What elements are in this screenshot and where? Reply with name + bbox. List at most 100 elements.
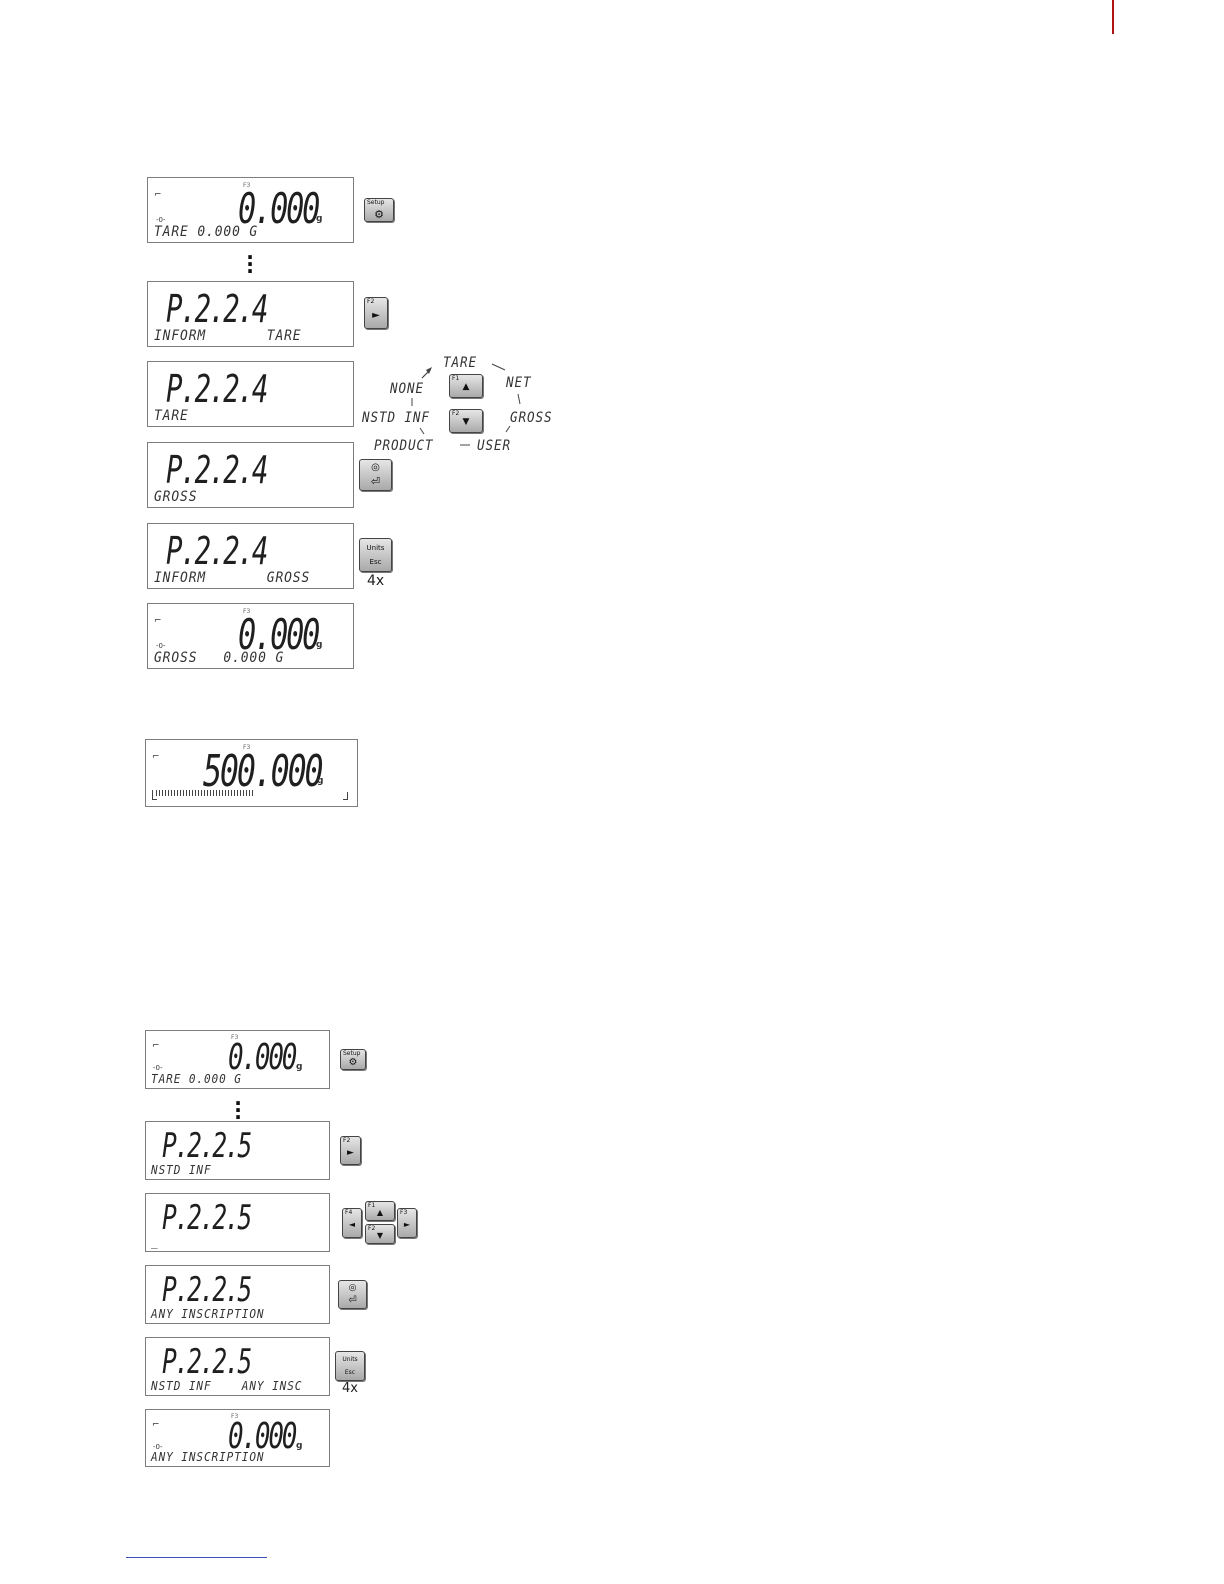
display-screen-confirmed-2: P.2.2.5 NSTD INF ANY INSC <box>145 1337 330 1396</box>
units-label: Units <box>342 1356 358 1363</box>
text-cursor: _ <box>151 1235 159 1249</box>
f3-indicator: F3 <box>243 608 251 615</box>
parameter-code: P.2.2.4 <box>166 287 268 331</box>
info-line-blinking: GROSS <box>154 489 198 505</box>
display-screen-param: P.2.2.4 INFORM TARE <box>147 281 354 347</box>
display-screen-bargraph: ⌐ F3 500.000 g <box>145 739 358 807</box>
repeat-count: 4x <box>367 573 385 589</box>
info-line: INFORM TARE <box>154 328 302 344</box>
parameter-code: P.2.2.5 <box>162 1270 252 1310</box>
stability-marker: ⌐ <box>152 1041 160 1051</box>
repeat-count: 4x <box>342 1381 358 1396</box>
parameter-code: P.2.2.5 <box>162 1198 252 1238</box>
parameter-code: P.2.2.5 <box>162 1342 252 1382</box>
f1-up-button[interactable]: F1 ▲ <box>449 374 483 398</box>
zero-indicator: -0- <box>153 1064 163 1072</box>
info-line: NSTD INF ANY INSC <box>151 1379 303 1393</box>
footer-link-underline <box>126 1557 267 1558</box>
display-screen-param-2: P.2.2.5 NSTD INF <box>145 1121 330 1180</box>
stability-marker: ⌐ <box>154 616 162 626</box>
gear-icon: ⚙ <box>348 1057 358 1068</box>
parameter-code: P.2.2.4 <box>166 367 268 411</box>
unit-label: g <box>316 640 323 650</box>
header-rule <box>1112 0 1114 34</box>
display-screen-home-2: ⌐ F3 0.000 g -0- TARE 0.000 G <box>145 1030 330 1089</box>
units-esc-button[interactable]: Units Esc <box>335 1351 365 1381</box>
arrow-right-icon: ► <box>347 1148 354 1158</box>
display-screen-result-2: ⌐ F3 0.000 g -0- ANY INSCRIPTION <box>145 1409 330 1467</box>
option-nstd-inf: NSTD INF <box>362 410 430 426</box>
zero-indicator: -0- <box>156 642 166 650</box>
arrow-left-icon: ◄ <box>348 1220 356 1229</box>
enter-icon: ⏎ <box>348 1295 357 1306</box>
esc-label: Esc <box>344 1369 356 1376</box>
option-net: NET <box>506 375 532 391</box>
ellipsis-dots: ··· <box>246 245 254 283</box>
zero-indicator: -0- <box>156 216 166 224</box>
stability-marker: ⌐ <box>154 190 162 200</box>
enter-icon: ⏎ <box>370 475 381 488</box>
setup-button[interactable]: Setup ⚙ <box>340 1049 366 1070</box>
f3-indicator: F3 <box>243 182 251 189</box>
print-icon: ◎ <box>371 462 380 473</box>
display-screen-confirmed: P.2.2.4 INFORM GROSS <box>147 523 354 589</box>
display-screen-result: ⌐ F3 0.000 g -0- GROSS 0.000 G <box>147 603 354 669</box>
display-screen-typed: P.2.2.5 ANY INSCRIPTION <box>145 1265 330 1324</box>
enter-button[interactable]: ◎ ⏎ <box>359 459 392 491</box>
units-esc-button[interactable]: Units Esc <box>359 538 392 572</box>
bargraph-right-bracket <box>343 792 348 800</box>
info-line: TARE 0.000 G <box>151 1072 242 1086</box>
ellipsis-dots: ··· <box>234 1091 242 1129</box>
parameter-code: P.2.2.4 <box>166 448 268 492</box>
info-line: NSTD INF <box>151 1163 212 1177</box>
display-screen-selected: P.2.2.4 GROSS <box>147 442 354 508</box>
unit-label: g <box>317 776 324 786</box>
weight-readout: 0.000 <box>228 1037 297 1078</box>
option-tare: TARE <box>443 355 477 371</box>
display-screen-edit-2: P.2.2.5 _ <box>145 1193 330 1252</box>
esc-label: Esc <box>369 558 382 566</box>
option-gross: GROSS <box>510 410 553 426</box>
display-screen-home: ⌐ F3 0.000 g -0- TARE 0.000 G <box>147 177 354 243</box>
stability-marker: ⌐ <box>152 1420 160 1430</box>
arrow-up-icon: ▲ <box>462 382 470 392</box>
arrow-right-icon: ► <box>372 310 380 321</box>
weight-readout: 0.000 <box>238 610 320 659</box>
display-screen-edit: P.2.2.4 TARE <box>147 361 354 427</box>
f2-right-button[interactable]: F2 ► <box>340 1136 361 1165</box>
f3-indicator: F3 <box>231 1413 239 1420</box>
option-none: NONE <box>390 381 424 397</box>
parameter-code: P.2.2.5 <box>162 1126 252 1166</box>
info-line-blinking: TARE <box>154 408 189 424</box>
stability-marker: ⌐ <box>152 752 160 762</box>
arrow-right-icon: ► <box>403 1220 411 1229</box>
option-product: PRODUCT <box>374 438 434 454</box>
weight-readout: 500.000 <box>203 746 324 797</box>
info-line: INFORM GROSS <box>154 570 311 586</box>
bargraph-left-bracket <box>152 790 157 800</box>
unit-label: g <box>296 1062 303 1072</box>
unit-label: g <box>296 1441 303 1451</box>
f2-right-button[interactable]: F2 ► <box>364 297 388 329</box>
f2-down-button[interactable]: F2 ▼ <box>449 409 483 433</box>
info-line: TARE 0.000 G <box>154 224 259 240</box>
cycle-arrows <box>411 363 521 446</box>
units-label: Units <box>366 544 385 552</box>
f1-up-button[interactable]: F1 ▲ <box>365 1201 395 1221</box>
enter-button[interactable]: ◎ ⏎ <box>338 1280 367 1309</box>
parameter-code: P.2.2.4 <box>166 529 268 573</box>
f3-right-button[interactable]: F3 ► <box>397 1208 417 1238</box>
print-icon: ◎ <box>348 1283 357 1293</box>
zero-indicator: -0- <box>153 1443 163 1451</box>
unit-label: g <box>316 214 323 224</box>
f3-indicator: F3 <box>243 744 251 751</box>
arrow-up-icon: ▲ <box>376 1208 384 1217</box>
arrow-down-icon: ▼ <box>376 1231 384 1240</box>
f2-down-button[interactable]: F2 ▼ <box>365 1224 395 1244</box>
f4-left-button[interactable]: F4 ◄ <box>342 1208 362 1238</box>
info-line: ANY INSCRIPTION <box>151 1307 265 1321</box>
setup-button[interactable]: Setup ⚙ <box>364 198 394 222</box>
info-line: GROSS 0.000 G <box>154 650 285 666</box>
weight-readout: 0.000 <box>228 1416 297 1457</box>
f3-indicator: F3 <box>231 1034 239 1041</box>
